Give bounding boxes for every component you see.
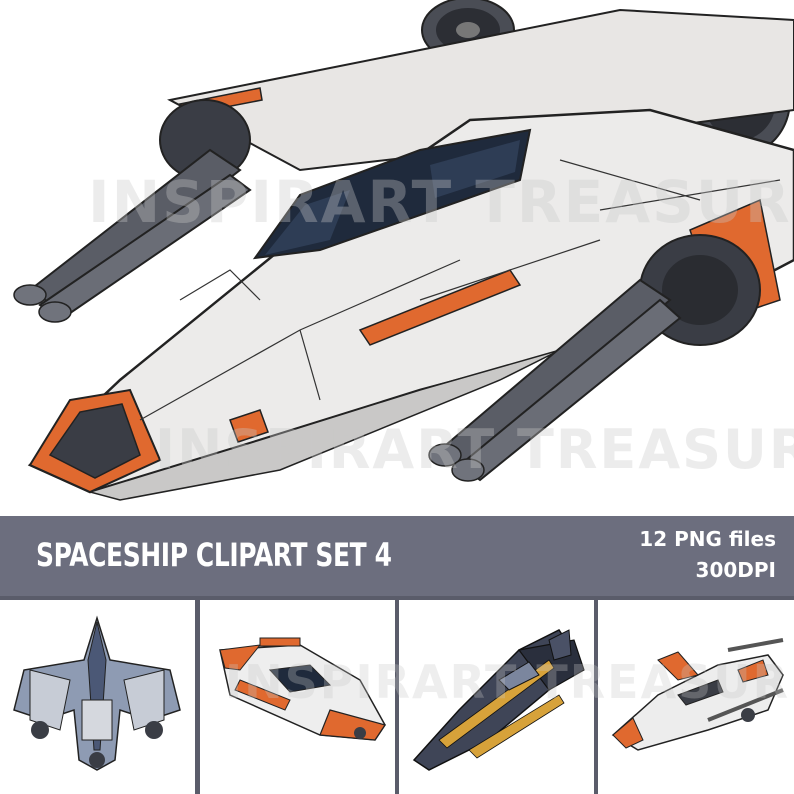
blue-grey-spaceship-illustration: [13, 615, 181, 771]
resolution-label: 300DPI: [695, 558, 776, 582]
nose-section: [28, 388, 162, 494]
white-orange-starfighter-illustration: [611, 638, 784, 751]
hero-spaceship-illustration: [13, 0, 794, 501]
thumbnail-strip: INSPIRART TREASURE: [0, 596, 794, 794]
thumbnail-3: [399, 600, 594, 794]
thumbnail-4: [598, 600, 794, 794]
title-banner: SPACESHIP CLIPART SET 4 12 PNG files 300…: [0, 516, 794, 596]
product-title: SPACESHIP CLIPART SET 4: [36, 536, 392, 574]
hero-spaceship-image: INSPIRART TREASURE INSPIRART TREASURE: [13, 0, 794, 501]
left-engine-pod: [13, 99, 252, 323]
thumbnail-1: [0, 600, 195, 794]
thumbnail-2: [200, 600, 395, 794]
white-orange-hovercraft-illustration: [219, 637, 386, 741]
file-count-label: 12 PNG files: [639, 527, 776, 551]
cockpit-canopy: [252, 128, 532, 260]
right-engine-pod: [428, 234, 761, 482]
dark-gold-fighter-illustration: [412, 629, 585, 771]
